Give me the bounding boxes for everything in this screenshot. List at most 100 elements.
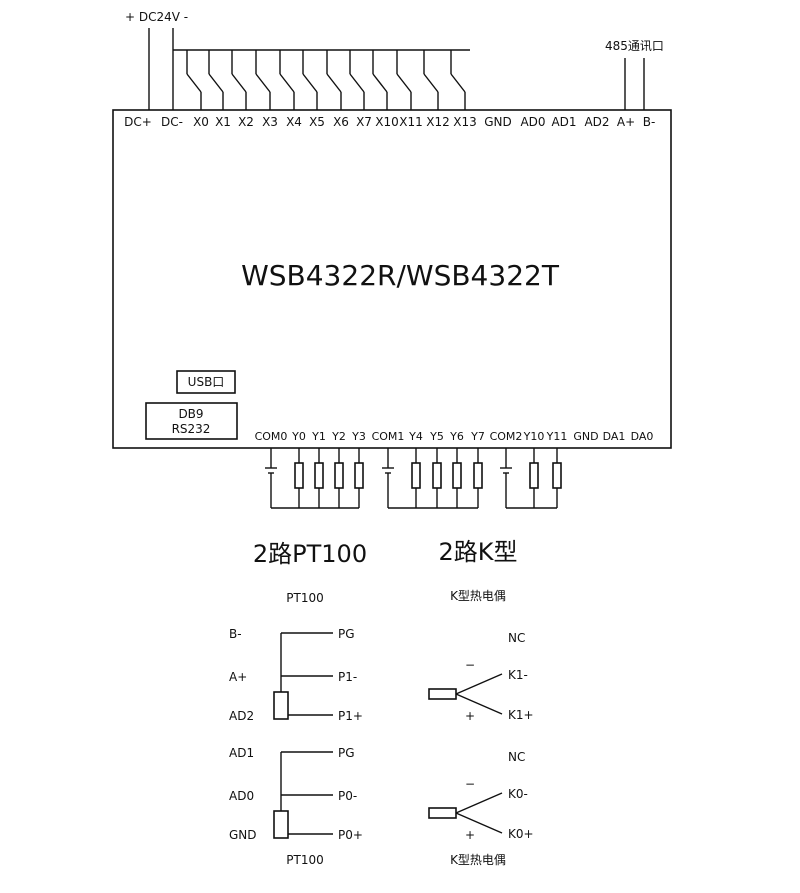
- switch-contact: [208, 73, 224, 93]
- usb-port-box: [176, 370, 236, 394]
- thermocouple-wiring: NC K1- K1+ − + NC K0- K0+ − +: [428, 631, 534, 842]
- polarity-minus: −: [465, 777, 475, 791]
- bottom-terminal-label: Y0: [291, 430, 306, 443]
- bottom-terminal-label: Y11: [546, 430, 568, 443]
- thermocouple-pin-label: K1-: [508, 668, 528, 682]
- pt100-terminal-label: AD0: [229, 789, 254, 803]
- bottom-terminal-label: COM2: [490, 430, 523, 443]
- pt100-terminal-label: A+: [229, 670, 247, 684]
- top-terminal-label: X13: [453, 115, 477, 129]
- output-group-com0: [265, 448, 364, 509]
- pt100-sensor: [273, 691, 289, 720]
- thermocouple-pin-label: NC: [508, 631, 525, 645]
- ktype-caption-bottom: K型热电偶: [450, 853, 506, 867]
- switch-contact: [279, 73, 295, 93]
- thermocouple-circuit: NC K1- K1+ − +: [428, 631, 534, 723]
- pt100-heading: 2路PT100: [253, 540, 367, 568]
- output-loads: [265, 448, 562, 509]
- db9-label: DB9: [178, 407, 203, 421]
- pt100-caption-bottom: PT100: [286, 853, 323, 867]
- thermocouple-pin-label: K0-: [508, 787, 528, 801]
- top-terminal-label: GND: [484, 115, 512, 129]
- pt100-pin-label: P1+: [338, 709, 363, 723]
- top-terminal-label: X4: [286, 115, 302, 129]
- thermocouple-pin-label: K1+: [508, 708, 534, 722]
- thermocouple-lead: [455, 792, 503, 814]
- switch-contact: [396, 73, 412, 93]
- top-terminal-label: AD2: [584, 115, 609, 129]
- bottom-terminal-label: Y10: [523, 430, 545, 443]
- pt100-pin-label: P1-: [338, 670, 357, 684]
- bottom-terminal-label: Y1: [311, 430, 326, 443]
- rs232-label: RS232: [172, 422, 211, 436]
- model-title: WSB4322R/WSB4322T: [241, 259, 560, 292]
- switch-contact: [231, 73, 247, 93]
- ktype-caption-top: K型热电偶: [450, 589, 506, 603]
- usb-port-label: USB口: [188, 375, 225, 389]
- thermocouple-circuit: NC K0- K0+ − +: [428, 750, 534, 842]
- input-switches: [186, 50, 466, 110]
- load-resistor: [411, 462, 421, 489]
- pt100-pin-label: P0-: [338, 789, 357, 803]
- switch-contact: [326, 73, 342, 93]
- ktype-heading: 2路K型: [438, 538, 517, 566]
- switch-contact: [349, 73, 365, 93]
- polarity-plus: +: [465, 828, 475, 842]
- pt100-sensor: [273, 810, 289, 839]
- load-resistor: [452, 462, 462, 489]
- load-resistor: [432, 462, 442, 489]
- thermocouple-pin-label: K0+: [508, 827, 534, 841]
- top-terminal-label: AD1: [551, 115, 576, 129]
- bottom-terminal-label: COM1: [372, 430, 405, 443]
- load-resistor: [354, 462, 364, 489]
- top-terminal-label: X5: [309, 115, 325, 129]
- bottom-terminal-label: Y5: [429, 430, 444, 443]
- thermocouple-lead: [455, 673, 503, 695]
- top-terminal-label: X0: [193, 115, 209, 129]
- output-group-com1: [382, 448, 483, 509]
- thermocouple-lead: [455, 693, 503, 715]
- bottom-terminal-label: Y2: [331, 430, 346, 443]
- top-terminal-label: AD0: [520, 115, 545, 129]
- thermocouple-probe: [428, 807, 457, 819]
- load-resistor: [294, 462, 304, 489]
- load-resistor: [473, 462, 483, 489]
- load-resistor: [552, 462, 562, 489]
- pt100-terminal-label: AD2: [229, 709, 254, 723]
- top-terminal-label: X12: [426, 115, 450, 129]
- top-terminal-label: X6: [333, 115, 349, 129]
- load-resistor: [529, 462, 539, 489]
- thermocouple-pin-label: NC: [508, 750, 525, 764]
- polarity-minus: −: [465, 658, 475, 672]
- pt100-terminal-label: B-: [229, 627, 242, 641]
- bottom-terminal-label: DA0: [631, 430, 654, 443]
- top-terminal-label: X2: [238, 115, 254, 129]
- bottom-terminal-label: Y3: [351, 430, 366, 443]
- pt100-pin-label: PG: [338, 746, 355, 760]
- output-group-com2: [500, 448, 562, 509]
- bottom-terminal-label: Y7: [470, 430, 485, 443]
- bottom-terminal-label: Y4: [408, 430, 423, 443]
- top-terminal-label: DC+: [124, 115, 152, 129]
- bottom-terminal-label: GND: [573, 430, 598, 443]
- top-terminal-label: X10: [375, 115, 399, 129]
- top-terminal-label: A+: [617, 115, 635, 129]
- thermocouple-lead: [455, 812, 503, 834]
- pt100-caption-top: PT100: [286, 591, 323, 605]
- top-terminal-label: X11: [399, 115, 423, 129]
- top-terminal-label: X3: [262, 115, 278, 129]
- bottom-terminal-label: DA1: [603, 430, 626, 443]
- polarity-plus: +: [465, 709, 475, 723]
- top-terminal-label: X7: [356, 115, 372, 129]
- bottom-terminal-label: COM0: [255, 430, 288, 443]
- switch-contact: [450, 73, 466, 93]
- switch-contact: [186, 73, 202, 93]
- pt100-terminal-label: GND: [229, 828, 257, 842]
- load-resistor: [314, 462, 324, 489]
